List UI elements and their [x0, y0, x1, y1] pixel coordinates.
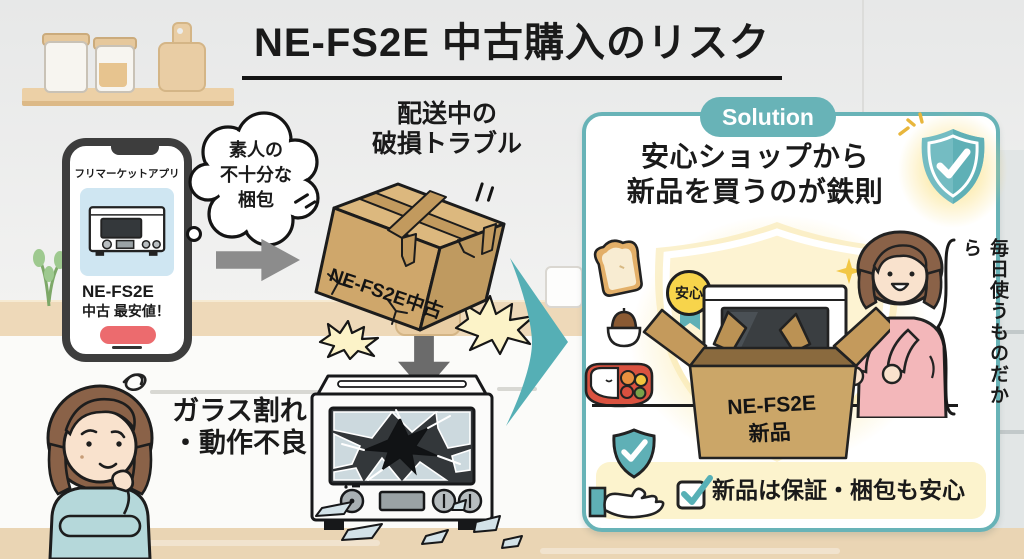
sparkle-lines-icon — [898, 112, 924, 136]
shipping-risk-text: 配送中の 破損トラブル — [347, 100, 547, 159]
solution-heading: 安心ショップから 新品を買うのが鉄則 — [598, 140, 912, 209]
assurance-banner-text: 新品は保証・梱包も安心 — [712, 477, 965, 503]
shipping-line-2: 破損トラブル — [371, 129, 522, 158]
shield-check-icon — [921, 129, 985, 204]
phone-home-bar — [112, 346, 142, 349]
glass-shards — [315, 499, 523, 549]
fridge-shelf-line — [990, 430, 1024, 434]
damage-text: ガラス割れ ・動作不良 — [162, 396, 317, 460]
bubble-line-2: 不十分な — [220, 164, 292, 185]
bubble-line-1: 素人の — [229, 140, 283, 160]
used-cardboard-box: NE-FS2E中古 — [314, 182, 506, 332]
damage-line-1: ガラス割れ — [172, 396, 307, 426]
page-title: NE-FS2E 中古購入のリスク — [253, 21, 771, 65]
buy-button-illustration — [100, 326, 156, 344]
listing-photo-card — [80, 188, 174, 276]
hand-shield-icon — [588, 428, 665, 519]
phone-notch — [111, 144, 159, 155]
new-box-label-line-2: 新品 — [748, 420, 791, 446]
worried-woman — [46, 373, 154, 559]
shipping-line-1: 配送中の — [396, 100, 497, 128]
plant-icon — [33, 249, 66, 307]
bento-box-icon — [584, 362, 654, 408]
listing-product-name: NE-FS2E — [82, 282, 154, 301]
new-box-label-line-1: NE-FS2E — [727, 392, 817, 420]
damage-line-2: ・動作不良 — [172, 427, 307, 458]
solution-badge: Solution — [700, 97, 836, 137]
checkbox-icon — [676, 475, 713, 510]
impact-flash-icon — [318, 320, 380, 360]
sparkle-icon — [836, 258, 862, 284]
rice-bowl-icon — [606, 308, 642, 348]
app-title: フリマーケットアプリ — [74, 168, 180, 180]
fridge-shelf-line — [990, 330, 1024, 334]
toast-icon — [593, 239, 643, 297]
solution-heading-line-2: 新品を買うのが鉄則 — [626, 175, 884, 207]
floor-highlight — [120, 540, 380, 546]
toaster-oven-icon — [88, 206, 166, 256]
listing-price-line: 中古 最安値！ — [82, 303, 170, 319]
flow-arrow-icon — [506, 258, 568, 426]
cabinet-handle — [150, 390, 345, 394]
medal-ribbon — [680, 313, 700, 330]
floor-highlight — [540, 548, 840, 554]
vertical-note: 毎日使うものだから — [960, 238, 1008, 406]
broken-toaster-oven — [310, 374, 494, 530]
glass-jar — [95, 45, 135, 93]
solution-heading-line-1: 安心ショップから — [640, 141, 869, 172]
bubble-trail-dot — [186, 226, 202, 242]
bubble-text: 素人の 不十分な 梱包 — [204, 138, 308, 212]
jar-contents — [99, 63, 127, 87]
cabinet-handle — [497, 387, 537, 391]
cutting-board — [158, 42, 206, 92]
glass-jar — [44, 41, 88, 93]
brace — [936, 238, 956, 416]
thought-bubble — [188, 111, 320, 247]
worry-scribble-icon — [122, 373, 147, 392]
title-underline — [242, 76, 782, 80]
cutting-board-hole — [177, 28, 183, 34]
new-product-box: NE-FS2E 新品 — [642, 306, 890, 460]
smartphone: フリマーケットアプリ NE-FS2E 中古 最安値！ — [62, 138, 192, 362]
bubble-line-3: 梱包 — [238, 189, 274, 210]
